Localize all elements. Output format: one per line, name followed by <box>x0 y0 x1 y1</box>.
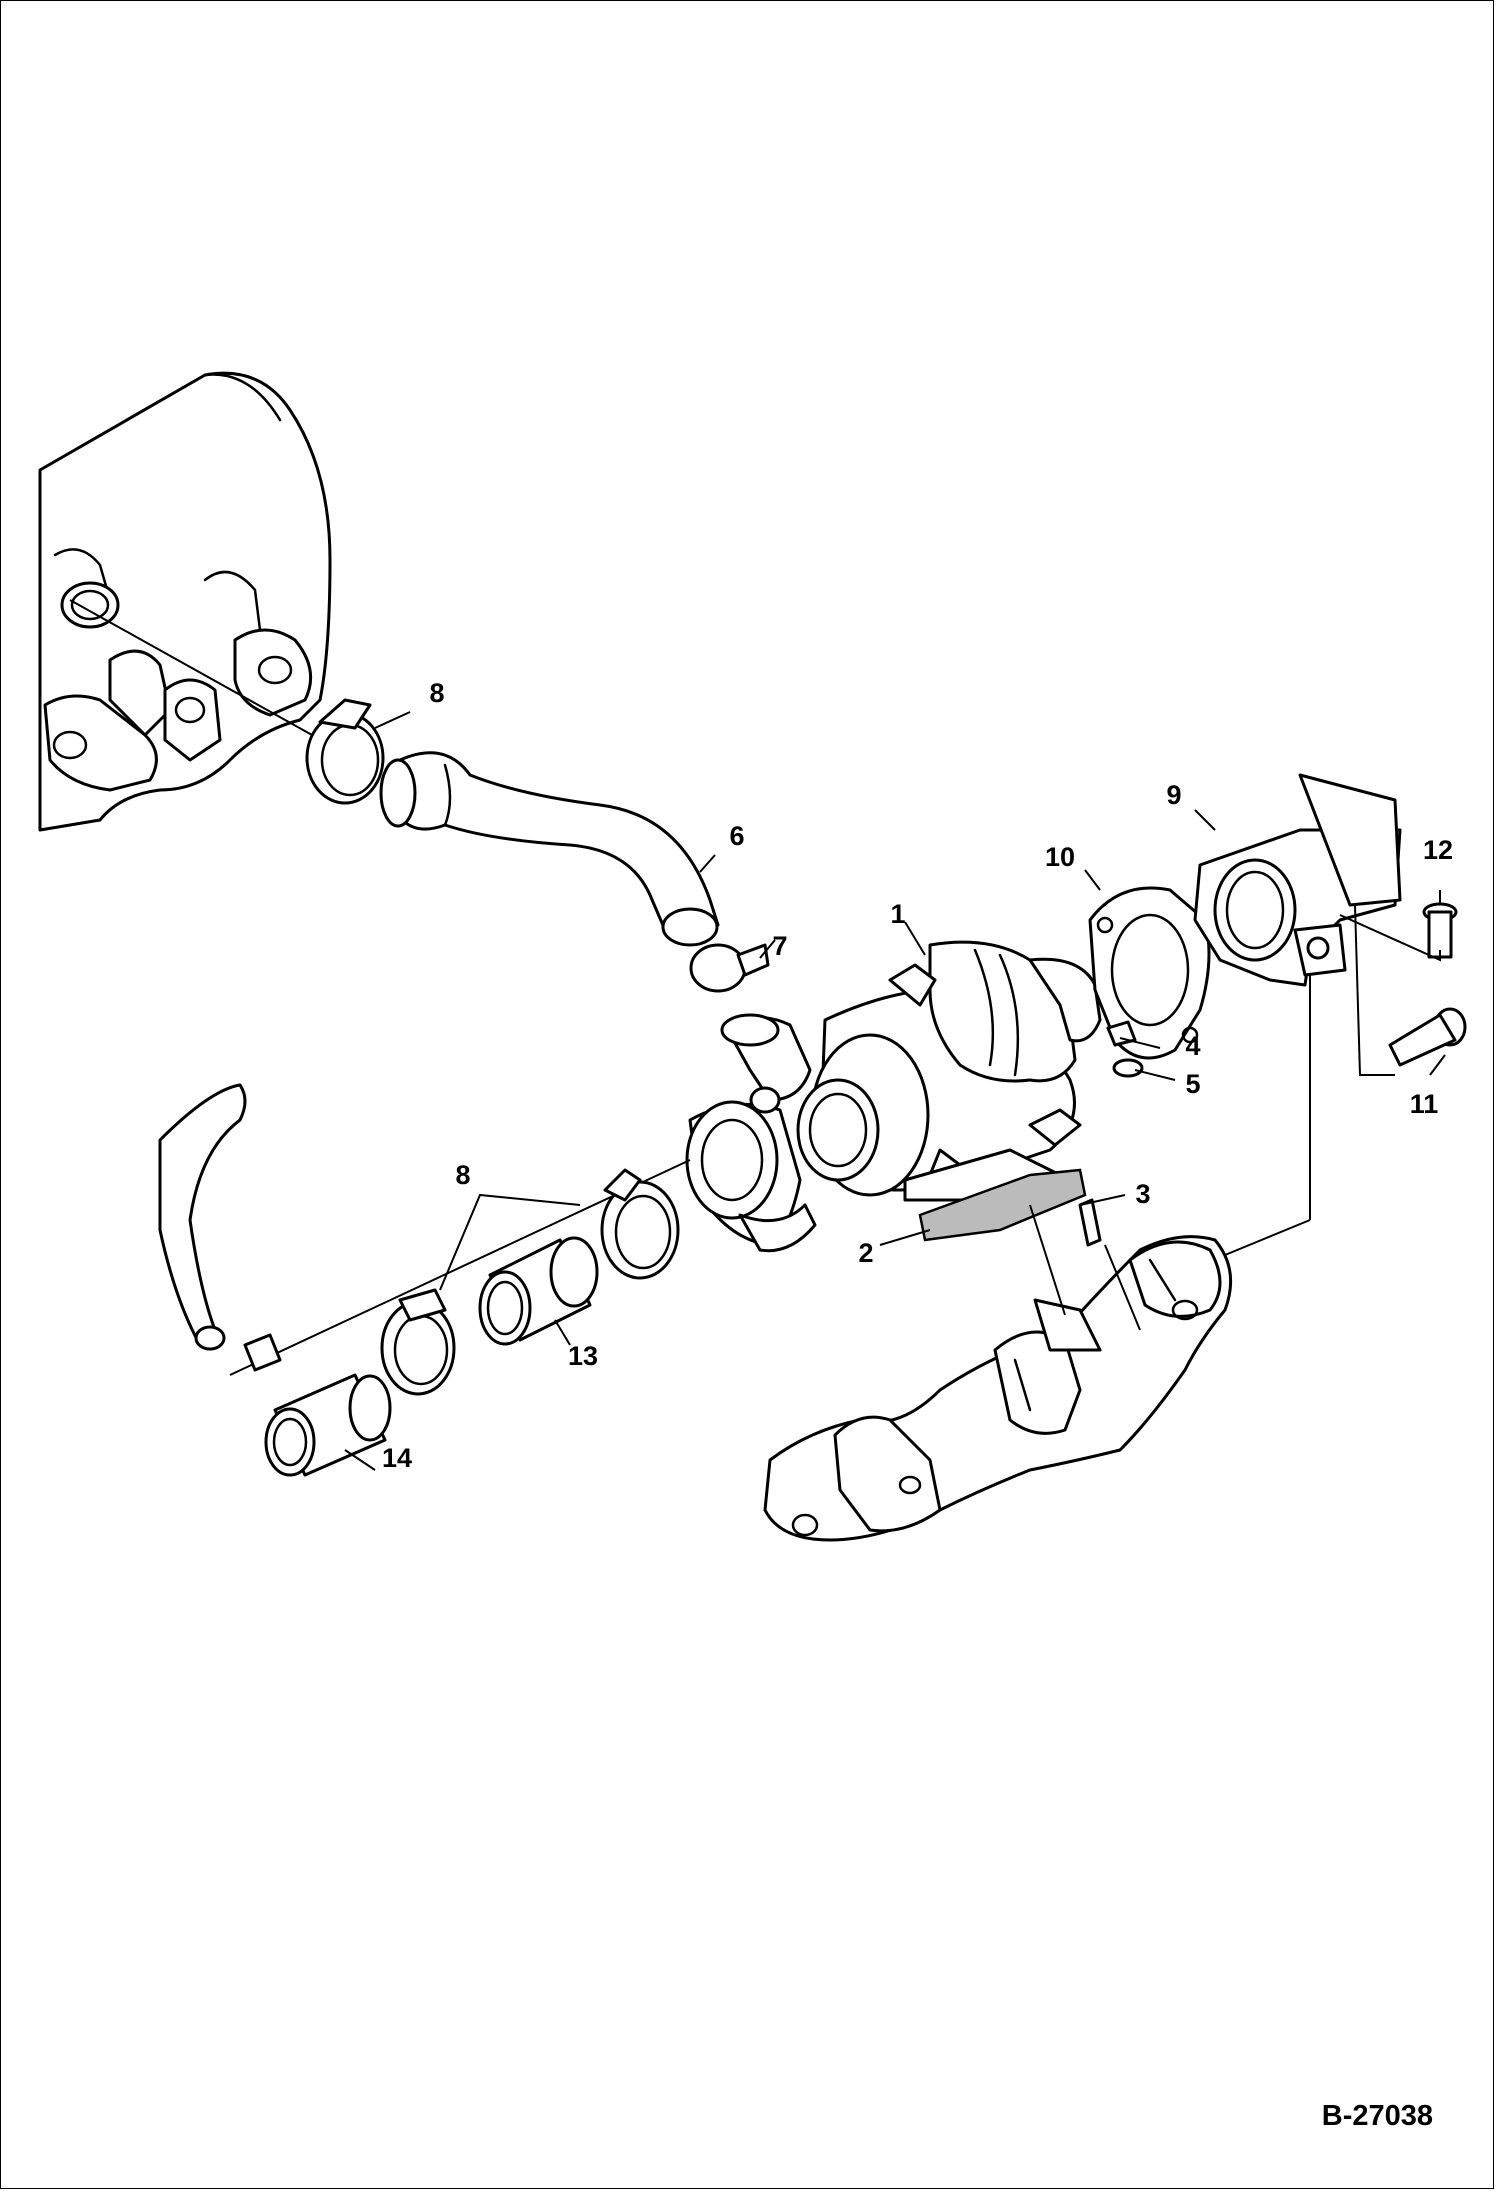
callout-13: 13 <box>568 1341 598 1371</box>
callout-7: 7 <box>772 931 787 961</box>
clamp-bottom-left <box>380 1288 456 1396</box>
hose <box>379 751 720 947</box>
washer-5 <box>1112 1058 1144 1078</box>
gasket-2 <box>918 1168 1087 1242</box>
drawing-number: B-27038 <box>1322 2100 1433 2132</box>
small-hose <box>158 1083 282 1372</box>
callout-11: 11 <box>1410 1089 1439 1119</box>
callout-10: 10 <box>1045 842 1075 872</box>
callout-8-bottom: 8 <box>455 1160 470 1190</box>
callout-1: 1 <box>890 899 905 929</box>
callout-4: 4 <box>1185 1031 1200 1061</box>
callout-6: 6 <box>729 821 744 851</box>
gasket-10 <box>1088 886 1211 1060</box>
callout-5: 5 <box>1185 1069 1200 1099</box>
callout-9: 9 <box>1166 780 1181 810</box>
exhaust-manifold <box>763 1235 1233 1542</box>
exhaust-elbow <box>1193 773 1402 987</box>
tube-14 <box>264 1373 392 1477</box>
callout-12: 12 <box>1423 835 1453 865</box>
turbocharger <box>796 940 1102 1202</box>
compressor-outlet <box>685 1086 817 1253</box>
callout-8-top: 8 <box>429 678 444 708</box>
bolt-11 <box>1388 1007 1467 1067</box>
clamp-7 <box>689 943 770 993</box>
tube-13 <box>478 1236 599 1346</box>
intake-manifold <box>38 371 332 832</box>
callout-14: 14 <box>382 1443 412 1473</box>
callout-2: 2 <box>858 1238 873 1268</box>
callout-3: 3 <box>1135 1179 1150 1209</box>
stud-3 <box>1078 1198 1102 1247</box>
bolt-12 <box>1422 902 1458 959</box>
compressor-elbow <box>720 1013 812 1102</box>
clamp-bottom-right <box>600 1168 680 1280</box>
clamp-top <box>305 698 385 805</box>
